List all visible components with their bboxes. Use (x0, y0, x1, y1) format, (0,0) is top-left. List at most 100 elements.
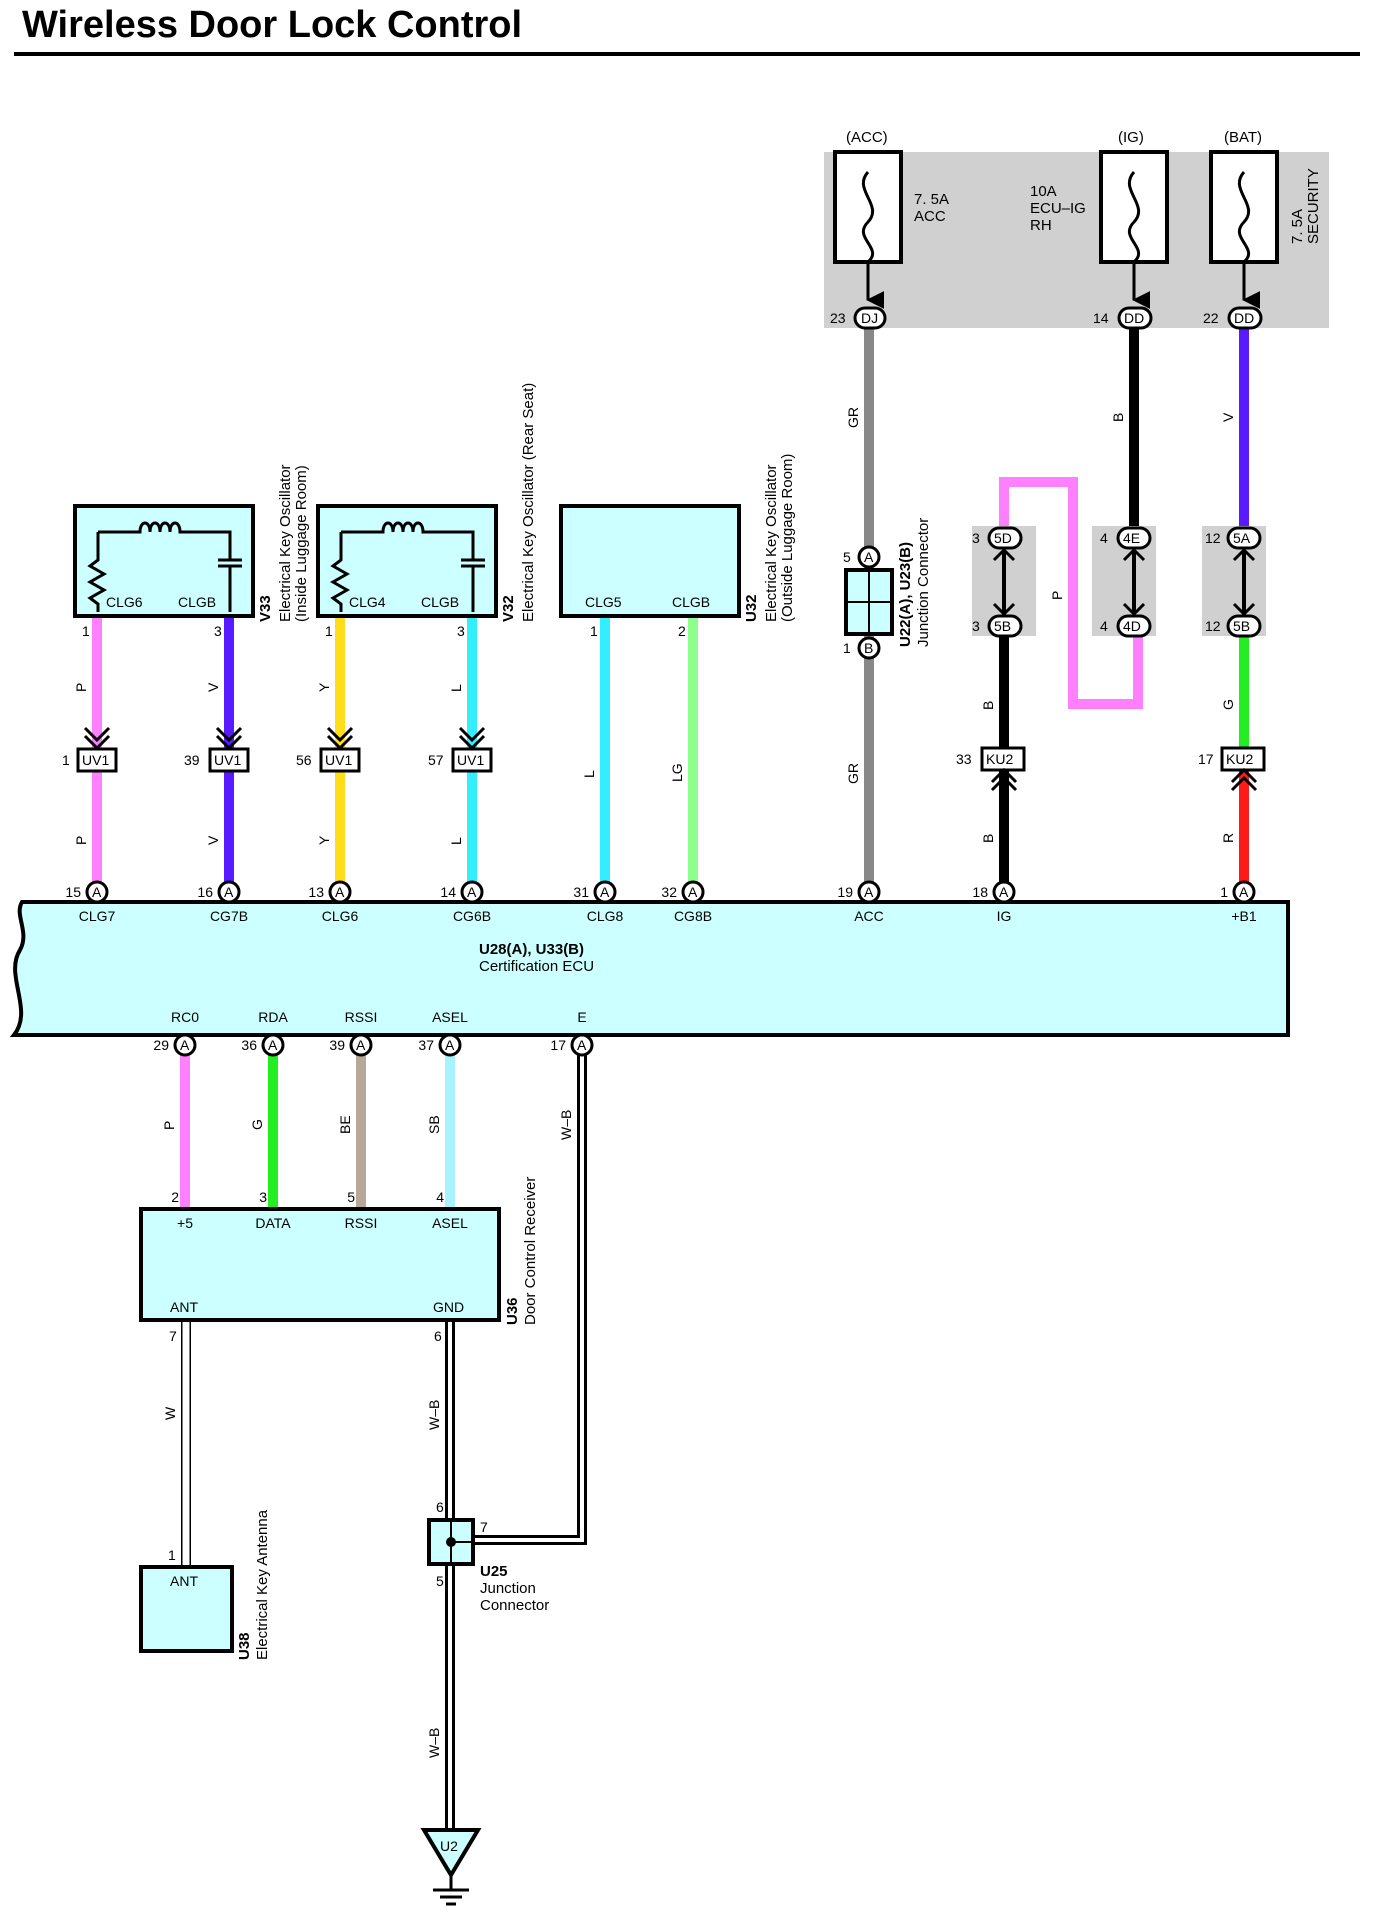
svg-text:ANT: ANT (170, 1573, 198, 1589)
svg-text:3: 3 (457, 623, 465, 639)
svg-text:Door Control Receiver: Door Control Receiver (522, 1177, 539, 1325)
svg-text:UV1: UV1 (214, 752, 241, 768)
pin-terminal (85, 880, 109, 904)
fuse-ig-name-2: RH (1030, 217, 1052, 234)
svg-text:U32: U32 (743, 594, 760, 622)
pin-conn-letter: A (92, 884, 102, 900)
fuse-bat-rating: 7. 5A (1289, 209, 1306, 244)
svg-text:33: 33 (956, 751, 972, 767)
wire-label: V (205, 682, 221, 692)
oscillator-v32: CLG4 CLGB 1 3 V32 Electrical Key Oscilla… (316, 383, 537, 639)
wire-label: L (448, 684, 464, 692)
wire-label: R (1220, 833, 1236, 843)
pin-terminal (570, 1033, 594, 1057)
wire-label: L (448, 837, 464, 845)
svg-text:U38: U38 (236, 1632, 253, 1660)
svg-text:B: B (864, 640, 873, 656)
pin-terminal (328, 880, 352, 904)
receiver-terminal-name: ASEL (432, 1215, 468, 1231)
svg-text:1: 1 (82, 623, 90, 639)
pin-terminal (438, 1033, 462, 1057)
ku2-connectors: KU2 33 KU2 17 (956, 746, 1266, 792)
pin-number: 16 (197, 884, 213, 900)
door-control-receiver: ANT GND 7 6 U36 Door Control Receiver (139, 1177, 539, 1344)
svg-text:7: 7 (480, 1519, 488, 1535)
svg-text:3: 3 (214, 623, 222, 639)
fuse-ig-element-icon (1127, 171, 1141, 264)
svg-text:1: 1 (590, 623, 598, 639)
wire-label: V (205, 835, 221, 845)
pin-terminal-name: E (577, 1009, 586, 1025)
svg-text:5B: 5B (1233, 618, 1250, 634)
svg-text:Electrical Key Antenna: Electrical Key Antenna (254, 1509, 271, 1660)
svg-text:(Outside Luggage Room): (Outside Luggage Room) (779, 454, 796, 622)
pin-conn-letter: A (467, 884, 477, 900)
receiver-terminal-name: DATA (255, 1215, 291, 1231)
svg-text:1: 1 (168, 1547, 176, 1563)
pin-terminal (173, 1033, 197, 1057)
fuse-ig-name: ECU–IG (1030, 200, 1086, 217)
receiver-pin-number: 5 (347, 1189, 355, 1205)
fuse-bat-name: SECURITY (1305, 168, 1322, 244)
ground-icon (420, 1828, 482, 1879)
svg-text:17: 17 (1198, 751, 1214, 767)
junction-connector-u25: 6 7 5 U25 Junction Connector (427, 1499, 549, 1614)
pin-number: 39 (329, 1037, 345, 1053)
svg-text:57: 57 (428, 752, 444, 768)
svg-text:UV1: UV1 (82, 752, 109, 768)
svg-text:CLG4: CLG4 (349, 594, 386, 610)
title-rule (14, 52, 1360, 56)
fuse-ig-rating: 10A (1030, 183, 1057, 200)
receiver-terminal-name: +5 (177, 1215, 193, 1231)
pin-terminal-name: RSSI (345, 1009, 378, 1025)
pin-number: 14 (440, 884, 456, 900)
pin-number: 15 (65, 884, 81, 900)
fuse-connectors: DJ 23 DD 14 DD 22 (830, 306, 1263, 330)
pin-conn-letter: A (180, 1037, 190, 1053)
svg-text:2: 2 (678, 623, 686, 639)
svg-text:56: 56 (296, 752, 312, 768)
pin-terminal-name: CLG6 (322, 908, 359, 924)
pin-terminal-name: CG7B (210, 908, 248, 924)
pin-terminal (992, 880, 1016, 904)
svg-text:7: 7 (169, 1328, 177, 1344)
pin-terminal-name: IG (997, 908, 1012, 924)
svg-text:5A: 5A (1233, 530, 1251, 546)
svg-text:Junction: Junction (480, 1580, 536, 1597)
pin-terminal (593, 880, 617, 904)
svg-text:U22(A), U23(B): U22(A), U23(B) (897, 542, 914, 647)
wire-label: BE (337, 1115, 353, 1134)
svg-text:(Inside Luggage Room): (Inside Luggage Room) (293, 465, 310, 622)
source-ig-label: (IG) (1118, 129, 1144, 146)
svg-text:Electrical Key Oscillator: Electrical Key Oscillator (763, 464, 780, 622)
pin-terminal (349, 1033, 373, 1057)
svg-text:6: 6 (434, 1328, 442, 1344)
pin-conn-letter: A (224, 884, 234, 900)
wire-label: B (980, 834, 996, 843)
svg-text:ANT: ANT (170, 1299, 198, 1315)
pin-number: 37 (418, 1037, 434, 1053)
svg-text:5: 5 (843, 549, 851, 565)
pin-conn-letter: A (864, 884, 874, 900)
pin-terminal (1232, 880, 1256, 904)
svg-text:39: 39 (184, 752, 200, 768)
fuse-bat-element-icon (1237, 171, 1251, 264)
wire-label: G (1220, 699, 1236, 710)
wire-label: W–B (426, 1728, 442, 1758)
source-bat-label: (BAT) (1224, 129, 1262, 146)
receiver-pin-number: 3 (259, 1189, 267, 1205)
svg-text:Connector: Connector (480, 1597, 549, 1614)
svg-text:Junction Connector: Junction Connector (915, 518, 932, 647)
pin-terminal-name: +B1 (1231, 908, 1257, 924)
pin-terminal (681, 880, 705, 904)
receiver-pin-number: 4 (436, 1189, 444, 1205)
svg-text:22: 22 (1203, 310, 1219, 326)
svg-text:CLG6: CLG6 (106, 594, 143, 610)
uv1-connectors: UV1 1 UV1 39 UV1 56 UV1 57 (62, 726, 493, 773)
pin-terminal-name: CLG7 (79, 908, 116, 924)
electrical-key-antenna: ANT 1 U38 Electrical Key Antenna (139, 1509, 271, 1660)
ground-u2: U2 (420, 1828, 482, 1906)
svg-text:3: 3 (972, 530, 980, 546)
